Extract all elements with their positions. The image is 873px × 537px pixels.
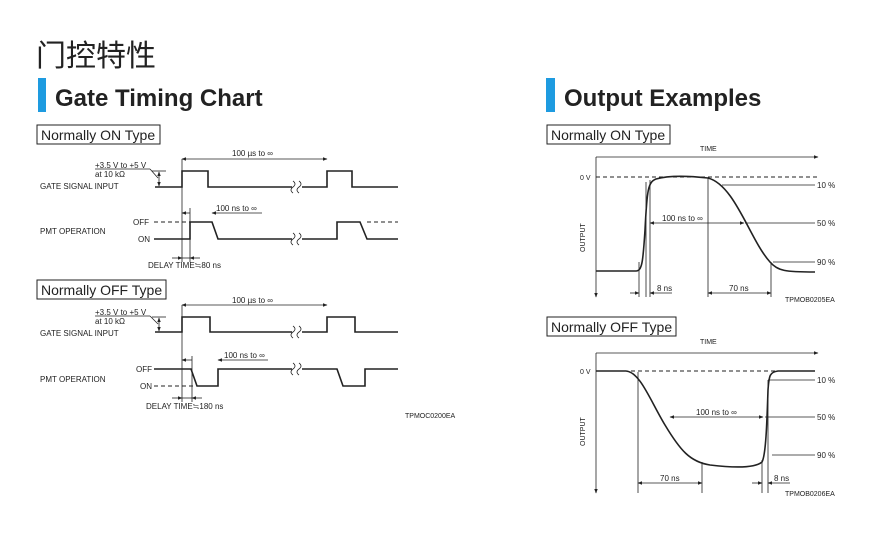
gate-signal-label: GATE SIGNAL INPUT — [40, 182, 119, 191]
p90-label: 90 % — [817, 451, 835, 460]
output-axis-label: OUTPUT — [580, 223, 587, 253]
impedance-label: at 10 kΩ — [95, 170, 125, 179]
figure-code: TPMOB0206EA — [785, 491, 835, 498]
on-label: ON — [138, 235, 150, 244]
pmt-operation-label: PMT OPERATION — [40, 375, 106, 384]
normally-off-timing: Normally OFF Type 100 µs to ∞ +3.5 V to … — [36, 279, 398, 411]
pmt-operation-label: PMT OPERATION — [40, 227, 106, 236]
time-axis-label: TIME — [700, 339, 717, 346]
normally-off-output: Normally OFF Type TIME OUTPUT 0 V 100 ns… — [546, 316, 835, 498]
type-label: Normally ON Type — [41, 127, 155, 143]
type-label: Normally ON Type — [551, 127, 665, 143]
accent-bar — [546, 78, 555, 112]
zero-volt-label: 0 V — [580, 175, 591, 182]
gate-waveform — [155, 316, 398, 333]
normally-on-timing: Normally ON Type 100 µs to ∞ +3.5 V to +… — [36, 124, 398, 270]
voltage-label: +3.5 V to +5 V — [95, 161, 147, 170]
zero-volt-label: 0 V — [580, 369, 591, 376]
off-label: OFF — [133, 218, 149, 227]
output-waveform — [596, 370, 815, 468]
accent-bar — [38, 78, 46, 112]
period-label: 100 µs to ∞ — [232, 296, 273, 305]
gate-signal-label: GATE SIGNAL INPUT — [40, 329, 119, 338]
on-label: ON — [140, 382, 152, 391]
normally-on-output: Normally ON Type TIME OUTPUT 0 V 100 ns … — [546, 124, 835, 304]
gate-waveform — [155, 170, 398, 188]
width-label: 100 ns to ∞ — [662, 214, 703, 223]
delay-label: DELAY TIME≒180 ns — [146, 402, 223, 411]
type-label: Normally OFF Type — [41, 282, 162, 298]
fall-label: 70 ns — [660, 474, 680, 483]
width-label: 100 ns to ∞ — [696, 408, 737, 417]
rise-label: 8 ns — [657, 284, 672, 293]
page-title: 门控特性 — [36, 40, 156, 73]
pulse-label: 100 ns to ∞ — [216, 204, 257, 213]
figure-code: TPMOC0200EA — [405, 413, 456, 420]
pmt-waveform — [154, 368, 398, 387]
impedance-label: at 10 kΩ — [95, 317, 125, 326]
voltage-label: +3.5 V to +5 V — [95, 308, 147, 317]
fall-label: 70 ns — [729, 284, 749, 293]
period-label: 100 µs to ∞ — [232, 149, 273, 158]
type-label: Normally OFF Type — [551, 319, 672, 335]
output-examples-heading: Output Examples — [564, 85, 761, 112]
gate-timing-heading: Gate Timing Chart — [55, 85, 263, 112]
off-label: OFF — [136, 365, 152, 374]
output-waveform — [596, 175, 816, 273]
p10-label: 10 % — [817, 181, 835, 190]
p90-label: 90 % — [817, 258, 835, 267]
p10-label: 10 % — [817, 376, 835, 385]
figure-code: TPMOB0205EA — [785, 297, 835, 304]
delay-label: DELAY TIME≒80 ns — [148, 261, 221, 270]
pmt-waveform — [154, 221, 398, 240]
output-axis-label: OUTPUT — [580, 417, 587, 447]
rise-label: 8 ns — [774, 474, 789, 483]
p50-label: 50 % — [817, 413, 835, 422]
time-axis-label: TIME — [700, 146, 717, 153]
p50-label: 50 % — [817, 219, 835, 228]
pulse-label: 100 ns to ∞ — [224, 351, 265, 360]
